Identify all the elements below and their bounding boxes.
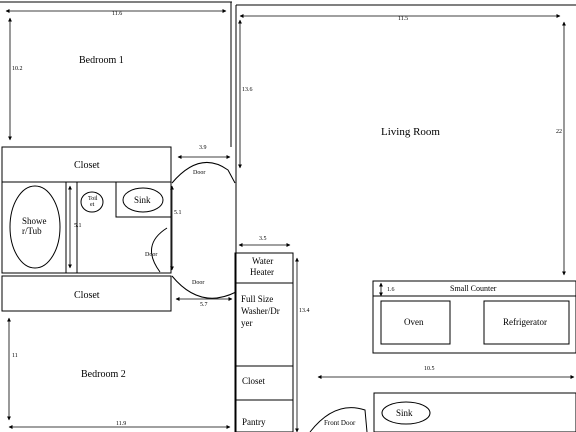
label-refrigerator: Refrigerator: [503, 317, 547, 327]
dim-bedroom1-height: 10.2: [12, 66, 23, 72]
label-closet-bottom: Closet: [74, 290, 100, 301]
label-small-counter: Small Counter: [450, 284, 497, 293]
label-toilet-1: Toil: [88, 196, 98, 202]
dim-bedroom1-width: 11.6: [112, 11, 122, 17]
label-closet-top: Closet: [74, 160, 100, 171]
dim-counter-depth: 1.6: [387, 287, 395, 293]
door-swings: [151, 162, 368, 432]
oven-box: [380, 300, 451, 345]
dim-water-heater-width: 3.5: [259, 236, 267, 242]
toilet: [80, 191, 104, 213]
label-sink-bath: Sink: [134, 195, 151, 205]
kitchen-counter: [372, 280, 576, 354]
label-front-door: Front Door: [324, 419, 356, 427]
kitchen-sink-counter: [373, 392, 576, 432]
bath-sink: [122, 187, 164, 213]
dim-living-width: 11.5: [398, 16, 408, 22]
label-door-2: Door: [145, 252, 157, 258]
dim-bath-height-2: 5.1: [174, 210, 182, 216]
dim-bath-height: 5.1: [74, 223, 82, 229]
shower-tub: [9, 185, 61, 269]
label-water-heater-2: Heater: [250, 267, 274, 277]
label-shower-2: r/Tub: [22, 226, 42, 236]
pantry-box: [234, 399, 294, 432]
dim-hall-upper: 13.6: [242, 87, 253, 93]
dim-bedroom2-height: 11: [12, 353, 18, 359]
label-pantry: Pantry: [242, 417, 266, 427]
label-bedroom1: Bedroom 1: [79, 55, 124, 66]
dim-kitchen-width: 10.5: [424, 366, 435, 372]
dimension-lines: [5, 9, 575, 432]
dim-living-height: 22: [556, 129, 562, 135]
label-toilet-2: et: [90, 202, 95, 208]
label-door-1: Door: [193, 170, 205, 176]
label-oven: Oven: [404, 317, 424, 327]
label-water-heater-1: Water: [252, 256, 273, 266]
dim-utility-height: 13.4: [299, 308, 310, 314]
dim-bedroom2-width: 11.9: [116, 421, 126, 427]
label-sink-kitchen: Sink: [396, 408, 413, 418]
label-shower-1: Showe: [22, 216, 47, 226]
dim-door-gap-2: 5.7: [200, 302, 208, 308]
label-bedroom2: Bedroom 2: [81, 369, 126, 380]
label-door-3: Door: [192, 280, 204, 286]
kitchen-sink: [381, 401, 431, 425]
label-washer-3: yer: [241, 318, 253, 328]
label-washer-1: Full Size: [241, 294, 273, 304]
closet-bottom: [1, 275, 172, 312]
label-living-room: Living Room: [381, 126, 440, 138]
refrigerator-box: [483, 300, 570, 345]
label-closet-mid: Closet: [242, 376, 266, 386]
dim-door-gap: 3.9: [199, 145, 207, 151]
label-washer-2: Washer/Dr: [241, 306, 280, 316]
